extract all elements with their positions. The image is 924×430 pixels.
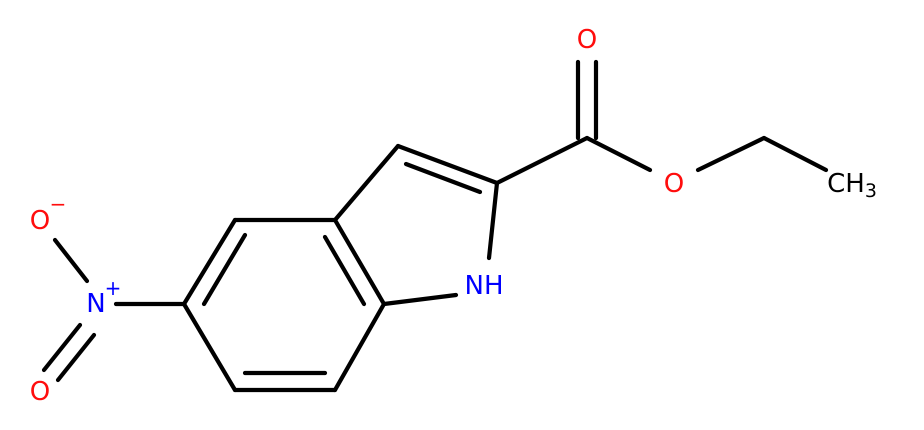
bond-nitro-n-o-minus [52, 237, 90, 284]
bond-c7-c7a [332, 301, 387, 393]
nitro-oxygen-anion-label: O [30, 206, 50, 236]
bond-nitro-n-o-double-b [55, 332, 97, 383]
ring-nitrogen-label: NH [465, 271, 504, 301]
bond-ch2-ch3 [761, 135, 829, 173]
bond-ester-o-ch2 [695, 135, 767, 173]
bond-nitro-n-o-double-a [41, 322, 83, 373]
bond-c3-c2-inner [403, 161, 483, 195]
nitro-nitrogen-charge: + [105, 276, 122, 300]
methyl-symbol: CH [827, 169, 865, 199]
ester-oxygen-label: O [664, 169, 684, 199]
nitro-oxygen-anion-charge: − [50, 192, 67, 216]
atom-labels: O O CH3 NH N + O − O [30, 25, 877, 407]
bond-n1-c7a [381, 292, 459, 307]
nitro-nitrogen-label: N [86, 289, 105, 319]
bond-c7a-c3a-inner [322, 234, 367, 307]
bond-carbonyl-c-ester-o [584, 135, 653, 173]
bond-c2-n1 [486, 180, 500, 261]
bond-c4-c5 [181, 217, 238, 307]
bond-c3-c2 [395, 143, 500, 186]
methyl-subscript: 3 [865, 180, 877, 202]
bond-c4-c5-inner [201, 232, 248, 307]
carbonyl-oxygen-label: O [577, 25, 597, 55]
bond-lines [41, 59, 829, 393]
bond-c2-carbonyl-c [494, 135, 590, 186]
bond-c5-c6 [181, 301, 238, 393]
bond-c7a-c3a [332, 217, 387, 307]
bond-c3a-c3 [332, 143, 401, 223]
nitro-oxygen-label: O [30, 377, 50, 407]
methyl-label: CH3 [827, 169, 877, 202]
